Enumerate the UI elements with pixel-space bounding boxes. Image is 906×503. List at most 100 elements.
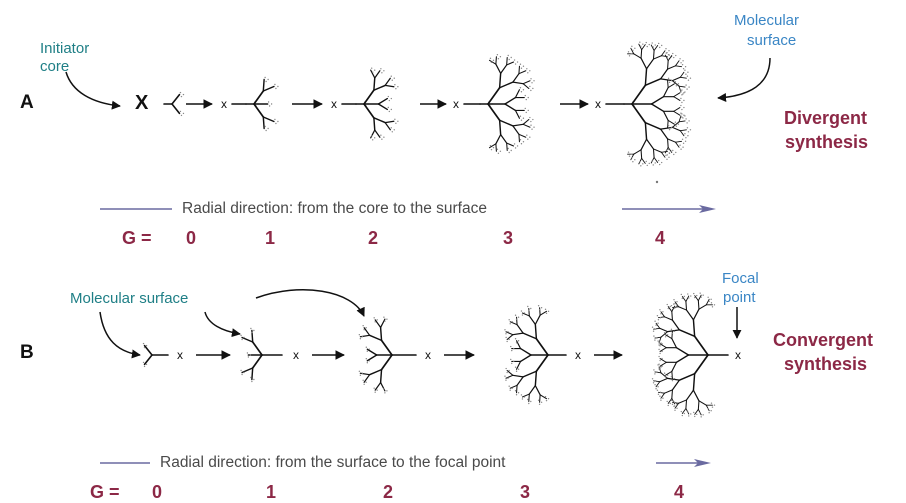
surface-group-dot [521,314,524,316]
surface-group-dot [514,366,517,368]
surface-group-dot [668,152,671,155]
surface-group-dot [652,382,655,384]
node-x-label: x [595,97,601,111]
surface-group-dot [274,83,276,86]
surface-group-dot [688,86,690,88]
dendrimer-branch [640,49,643,59]
surface-group-dot [666,334,669,336]
dendrimer-branch [504,103,517,112]
surface-group-dot [673,401,676,404]
dendrimer-branch [666,329,680,333]
dendrimer-branch [516,376,524,386]
surface-group-dot [520,310,523,312]
surface-group-dot [675,305,678,307]
generation-prefix-a: G = [122,228,152,248]
surface-group-dot [681,138,684,140]
surface-group-dot [394,84,396,86]
surface-group-dot [657,159,660,162]
surface-group-dot [533,126,535,128]
surface-group-dot [363,329,365,331]
surface-group-dot [371,71,374,73]
dendrimer-branch [652,49,655,60]
surface-group-dot [667,148,670,151]
dendrimer-branch [539,310,548,316]
surface-group-dot [523,312,526,314]
surface-group-dot [684,91,686,93]
surface-group-dot [631,157,633,159]
surface-group-dot [507,54,509,57]
surface-group-dot [669,305,671,308]
surface-group-dot [654,373,656,375]
dendrimer-branch [251,354,263,369]
dendrimer-branch [659,347,667,352]
surface-group-dot [373,317,375,319]
dendrimer-branch [539,307,541,316]
surface-group-dot [142,361,145,364]
dendrimer-branch [697,294,702,302]
radial-direction-b: Radial direction: from the surface to th… [160,454,506,471]
dendrimer-branch [498,119,514,127]
surface-group-dot [510,56,512,59]
surface-group-dot [243,336,245,339]
surface-group-dot [249,354,252,356]
surface-group-dot [668,81,671,84]
surface-group-dot [702,414,704,416]
dendrimer-branch [650,95,665,105]
surface-group-dot [672,149,674,152]
dendrimer-branch [366,354,378,362]
surface-group-dot [665,48,667,50]
surface-group-dot [690,295,692,297]
surface-group-dot [492,146,495,149]
divergent-label-line-1: Divergent [784,108,868,128]
surface-group-dot [656,315,659,317]
surface-group-dot [627,51,630,53]
dendrimer-branch [633,53,642,59]
surface-group-dot [504,375,506,377]
dendrimer-branch [640,149,643,159]
dendrimer-branch [658,366,662,374]
dendrimer-branch [262,116,265,130]
surface-group-dot [681,101,683,104]
dendrimer-branch [705,404,710,412]
surface-group-dot [376,319,378,321]
surface-group-dot [507,377,509,379]
dendrimer-branch [518,65,520,75]
surface-group-dot [680,62,682,64]
dendrimer-branch [522,332,538,340]
surface-group-dot [653,369,655,371]
dendrimer-branch [662,110,669,121]
surface-group-dot [531,82,533,84]
surface-group-dot [366,350,369,352]
dendrimer-branch [660,331,669,338]
surface-group-dot [661,350,663,353]
surface-group-dot [540,307,543,309]
dendrimer-branch [518,133,527,138]
surface-group-dot [683,106,685,109]
dendrimer-branch [685,389,695,401]
surface-group-dot [657,393,660,395]
surface-group-dot [514,390,517,392]
surface-group-dot [527,305,529,308]
dendrimer-branch [678,115,682,123]
dendrimer-branch [694,295,699,302]
dendrimer-branch [664,316,673,321]
dendrimer-branch [667,60,669,70]
dendrimer-branch [671,397,676,405]
surface-group-dot [688,120,690,122]
dendrimer-branch [515,340,522,350]
surface-group-dot [687,79,690,81]
surface-group-dot [513,59,516,61]
surface-group-dot [651,42,653,44]
surface-group-dot [533,80,535,82]
dendrimer-branch [675,140,683,143]
surface-group-dot [522,65,525,67]
dendrimer-branch [253,103,265,118]
dendrimer-branch [488,59,497,65]
dendrimer-branch [671,80,680,87]
dendrimer-branch [495,143,497,152]
surface-group-dot [537,399,540,401]
surface-group-dot [527,138,529,140]
dendrimer-branch [505,331,514,336]
surface-group-dot [648,162,650,165]
